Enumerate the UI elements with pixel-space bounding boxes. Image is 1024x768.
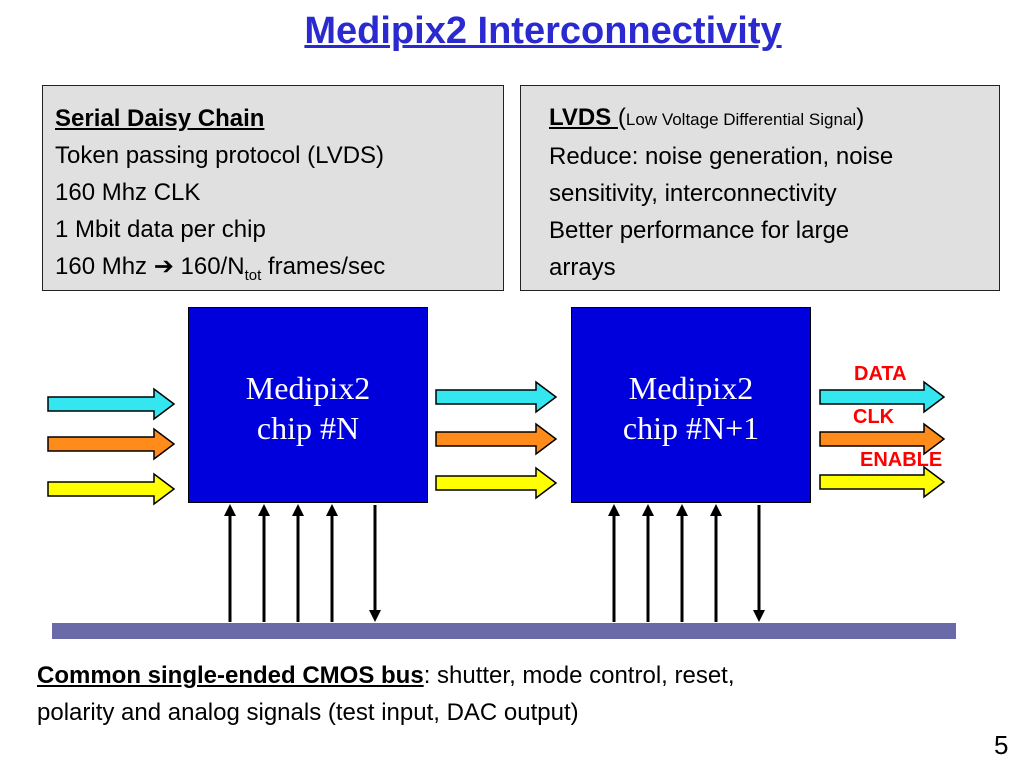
clk-arrow-mid	[435, 422, 558, 456]
cmos-bus-description: Common single-ended CMOS bus: shutter, m…	[37, 662, 735, 726]
clk-arrow-in-left	[47, 427, 176, 461]
data-arrow-mid	[435, 380, 558, 414]
lvds-line-1: Reduce: noise generation, noise	[549, 143, 894, 170]
lvds-box: LVDS (Low Voltage Differential Signal) R…	[520, 85, 1000, 291]
lvds-line-2: sensitivity, interconnectivity	[549, 180, 837, 207]
cmos-bus-label: Common single-ended CMOS bus	[37, 662, 424, 689]
serial-daisy-chain-box: Serial Daisy Chain Token passing protoco…	[42, 85, 504, 291]
enable-arrow-out-right	[819, 465, 946, 499]
cmos-bus-bar	[52, 623, 956, 639]
chip-n-label-2: chip #N	[256, 410, 360, 446]
enable-signal-label: ENABLE	[860, 449, 943, 471]
chip-n: Medipix2 chip #N	[188, 307, 428, 503]
page-title: Medipix2 Interconnectivity	[304, 10, 782, 52]
serial-daisy-chain-heading: Serial Daisy Chain	[55, 105, 265, 132]
frame-rate-line: 160 Mhz ➔ 160/Ntot frames/sec	[55, 253, 386, 284]
data-arrow-in-left	[47, 387, 176, 421]
lvds-line-4: arrays	[549, 254, 616, 281]
clk-arrow-out-right	[819, 422, 946, 456]
token-passing-line: Token passing protocol (LVDS)	[55, 142, 385, 169]
enable-arrow-mid	[435, 466, 558, 500]
chip-n-label-1: Medipix2	[245, 370, 371, 406]
enable-arrow-in-left	[47, 472, 176, 506]
clk-line: 160 Mhz CLK	[55, 179, 201, 206]
chip-n1-label-1: Medipix2	[628, 370, 754, 406]
clk-signal-label: CLK	[853, 406, 895, 428]
lvds-line-3: Better performance for large	[549, 217, 850, 244]
data-signal-label: DATA	[854, 363, 907, 385]
page-number: 5	[994, 730, 1009, 760]
data-arrow-out-right	[819, 380, 946, 414]
chip-n1-label-2: chip #N+1	[622, 410, 760, 446]
right-arrow-icon: ➔	[153, 253, 174, 280]
lvds-heading: LVDS (Low Voltage Differential Signal)	[549, 104, 865, 131]
data-per-chip-line: 1 Mbit data per chip	[55, 216, 266, 243]
chip-n-plus-1: Medipix2 chip #N+1	[571, 307, 811, 503]
